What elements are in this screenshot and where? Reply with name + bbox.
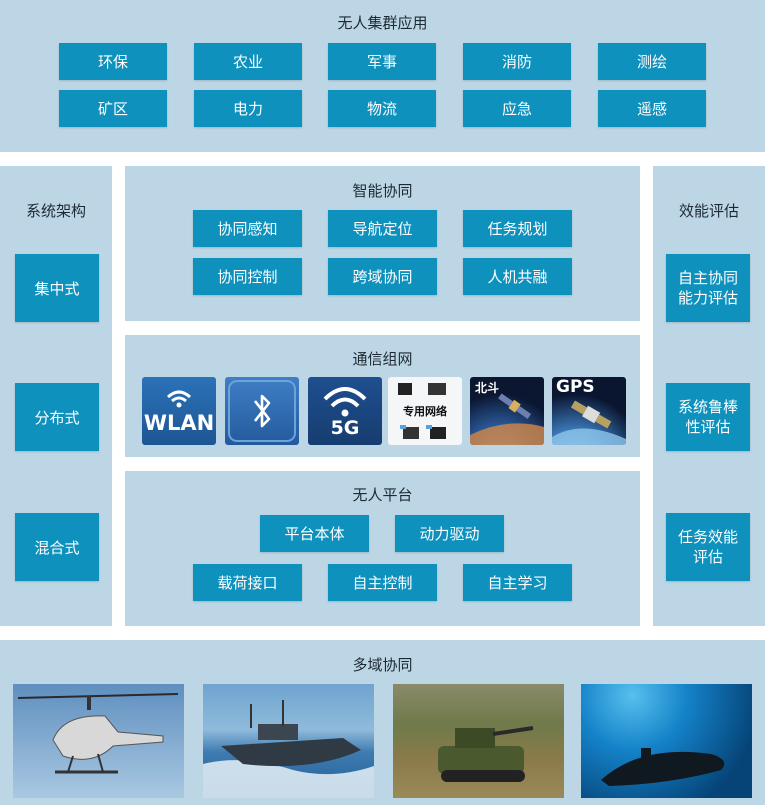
submarine-icon [601,748,725,786]
bluetooth-icon [228,380,296,442]
underwater-photo [581,684,752,798]
tank-icon [438,726,534,782]
platform-autonomous-control[interactable]: 自主控制 [328,564,437,601]
domains-panel: 多域协同 [0,640,765,805]
wifi-icon [323,387,367,417]
evaluation-title: 效能评估 [678,202,739,220]
private-network-tile[interactable]: 专用网络 [388,377,462,445]
gps-tile[interactable]: GPS [552,377,626,445]
helicopter-icon [17,693,179,774]
applications-panel: 无人集群应用 环保 农业 军事 消防 测绘 矿区 电力 物流 应急 遥感 [0,0,765,152]
platform-body[interactable]: 平台本体 [260,515,369,552]
boat-photo [203,684,374,798]
app-item-power[interactable]: 电力 [194,90,302,127]
coord-perception[interactable]: 协同感知 [193,210,302,247]
5g-tile[interactable]: 5G [308,377,382,445]
app-item-environment[interactable]: 环保 [59,43,167,80]
coordination-title: 智能协同 [352,182,413,200]
coord-human-machine[interactable]: 人机共融 [463,258,572,295]
arch-hybrid[interactable]: 混合式 [15,513,99,581]
platform-title: 无人平台 [352,486,413,504]
platform-panel: 无人平台 平台本体 动力驱动 载荷接口 自主控制 自主学习 [125,471,640,626]
app-item-mining[interactable]: 矿区 [59,90,167,127]
coord-task-planning[interactable]: 任务规划 [463,210,572,247]
network-title: 通信组网 [352,350,413,368]
domains-title: 多域协同 [352,656,413,674]
wlan-label: WLAN [143,411,215,435]
app-item-surveying[interactable]: 测绘 [598,43,706,80]
satellite-icon [552,400,626,445]
wlan-tile[interactable]: WLAN [142,377,216,445]
network-panel: 通信组网 WLAN 5G [125,335,640,457]
bluetooth-tile[interactable] [225,377,299,445]
5g-label: 5G [330,417,360,439]
satellite-icon [470,393,544,445]
private-network-label: 专用网络 [403,405,447,418]
beidou-tile[interactable]: 北斗 [470,377,544,445]
helicopter-photo [13,684,184,798]
platform-power[interactable]: 动力驱动 [395,515,504,552]
coordination-panel: 智能协同 协同感知 导航定位 任务规划 协同控制 跨域协同 人机共融 [125,166,640,321]
app-item-agriculture[interactable]: 农业 [194,43,302,80]
platform-payload[interactable]: 载荷接口 [193,564,302,601]
radio-icon [398,383,446,439]
coord-navigation[interactable]: 导航定位 [328,210,437,247]
boat-icon [203,700,374,798]
eval-robustness[interactable]: 系统鲁棒性评估 [666,383,750,451]
eval-robustness-label: 系统鲁棒性评估 [677,398,738,436]
eval-collaboration-label: 自主协同能力评估 [677,269,738,307]
applications-title: 无人集群应用 [337,14,428,32]
beidou-label: 北斗 [475,381,500,395]
architecture-title: 系统架构 [25,202,86,220]
app-item-firefighting[interactable]: 消防 [463,43,571,80]
gps-label: GPS [556,377,595,397]
app-item-military[interactable]: 军事 [328,43,436,80]
coord-control[interactable]: 协同控制 [193,258,302,295]
evaluation-panel: 效能评估 自主协同能力评估 系统鲁棒性评估 任务效能评估 [653,166,765,626]
eval-task-efficiency-label: 任务效能评估 [677,528,738,566]
app-item-emergency[interactable]: 应急 [463,90,571,127]
arch-distributed[interactable]: 分布式 [15,383,99,451]
eval-task-efficiency[interactable]: 任务效能评估 [666,513,750,581]
eval-collaboration[interactable]: 自主协同能力评估 [666,254,750,322]
app-item-logistics[interactable]: 物流 [328,90,436,127]
platform-autonomous-learning[interactable]: 自主学习 [463,564,572,601]
coord-cross-domain[interactable]: 跨域协同 [328,258,437,295]
wifi-icon [166,390,192,408]
app-item-remote-sensing[interactable]: 遥感 [598,90,706,127]
arch-centralized[interactable]: 集中式 [15,254,99,322]
architecture-panel: 系统架构 集中式 分布式 混合式 [0,166,112,626]
ground-vehicle-photo [393,684,564,798]
